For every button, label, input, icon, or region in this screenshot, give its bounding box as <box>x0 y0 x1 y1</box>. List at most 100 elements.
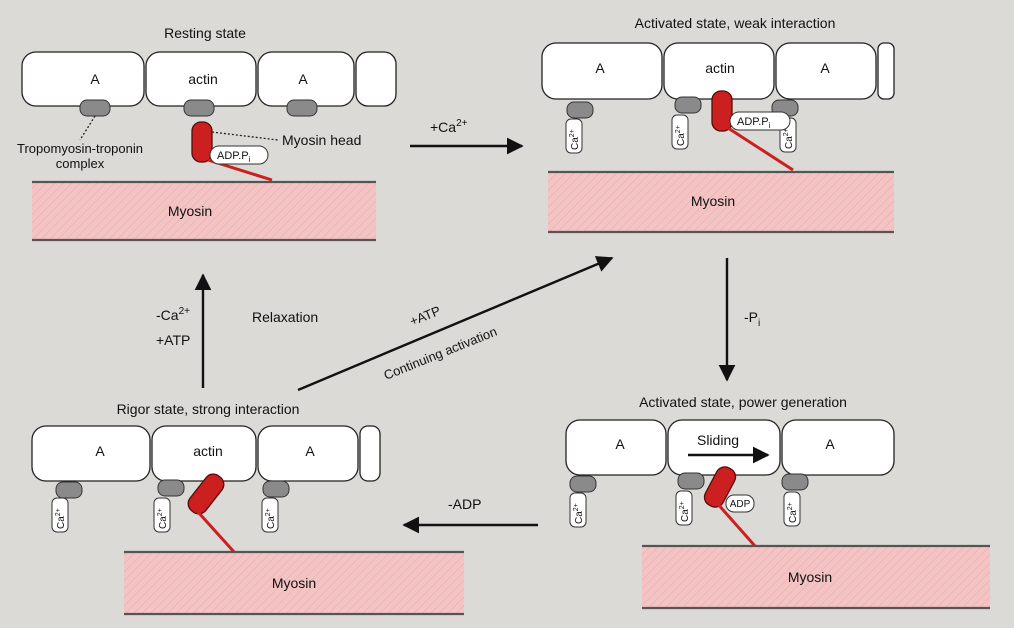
tropomyosin-troponin <box>157 479 185 497</box>
calcium-label: Ca2+ <box>265 508 277 529</box>
transition-relaxation: -Ca2+ +ATP Relaxation <box>156 273 318 388</box>
tropomyosin-troponin <box>79 99 111 117</box>
tropomyosin-troponin <box>566 101 594 119</box>
myosin-bar <box>548 172 894 232</box>
actin-label-a: A <box>615 436 625 452</box>
myosin-head <box>187 473 225 515</box>
myosin-label: Myosin <box>788 569 832 585</box>
myosin-bar <box>32 182 376 240</box>
calcium-label: Ca2+ <box>55 508 67 529</box>
tropomyosin-label: complex <box>56 156 105 171</box>
continuing-activation-label: Continuing activation <box>382 324 500 383</box>
actin-monomer <box>775 42 877 100</box>
calcium-ion <box>671 114 689 150</box>
relax-atp-label: +ATP <box>156 332 190 348</box>
myosin-label: Myosin <box>691 193 735 209</box>
tropomyosin-label: Tropomyosin-troponin <box>17 141 143 156</box>
pointer-line <box>79 115 96 141</box>
calcium-ion <box>153 497 171 533</box>
calcium-ion <box>783 491 801 527</box>
release-adp-label: -ADP <box>448 496 481 512</box>
arrow-diagonal <box>297 256 614 392</box>
actin-label-a: A <box>298 71 308 87</box>
myosin-head <box>711 90 733 132</box>
calcium-ion <box>261 497 279 533</box>
actin-monomer <box>565 419 667 476</box>
actin-label-a: A <box>95 443 105 459</box>
tropomyosin-troponin <box>674 96 702 114</box>
adp-pi-label: ADP.Pi <box>217 150 251 164</box>
resting-state-panel: Resting state A actin A Tropomyosin-trop… <box>17 25 397 242</box>
actin-label: actin <box>193 443 223 459</box>
myosin-filament: Myosin <box>32 180 376 242</box>
actin-monomer <box>31 425 151 482</box>
calcium-label: Ca2+ <box>783 128 795 149</box>
actin-filament: A actin A <box>31 425 381 482</box>
tropomyosin-troponin <box>677 472 705 490</box>
actin-monomer <box>781 419 895 476</box>
calcium-ion <box>675 490 693 526</box>
resting-state-title: Resting state <box>164 25 246 41</box>
calcium-label: Ca2+ <box>569 129 581 150</box>
power-generation-title: Activated state, power generation <box>639 394 847 410</box>
sliding-label: Sliding <box>697 432 739 448</box>
actin-filament: A A Sliding <box>565 419 895 476</box>
actin-label-a: A <box>305 443 315 459</box>
adp-label: ADP <box>730 499 751 510</box>
transition-release-phosphate: -Pi <box>718 258 760 382</box>
adp-pi-badge <box>209 145 269 165</box>
tropomyosin-troponin <box>183 99 215 117</box>
pointer-line <box>211 131 279 141</box>
actin-filament: A actin A <box>541 42 895 100</box>
tropomyosin-troponin <box>569 475 597 493</box>
actin-monomer <box>21 51 145 107</box>
myosin-bar <box>124 552 464 614</box>
tropomyosin-troponin <box>262 480 290 498</box>
adp-badge <box>725 494 755 513</box>
myosin-filament: Myosin <box>548 170 894 234</box>
activated-weak-title: Activated state, weak interaction <box>635 15 836 31</box>
calcium-label: Ca2+ <box>157 508 169 529</box>
actin-monomer <box>359 425 381 482</box>
adp-pi-badge <box>729 111 791 131</box>
actin-monomer <box>877 42 895 100</box>
calcium-ion <box>51 497 69 533</box>
actin-monomer <box>541 42 663 100</box>
transition-add-calcium: +Ca2+ <box>410 118 524 155</box>
calcium-label: Ca2+ <box>679 501 691 522</box>
myosin-head <box>703 466 737 508</box>
calcium-ion <box>569 492 587 528</box>
release-phosphate-label: -Pi <box>744 309 760 329</box>
calcium-label: Ca2+ <box>573 503 585 524</box>
calcium-label: Ca2+ <box>675 125 687 146</box>
rigor-state-title: Rigor state, strong interaction <box>117 401 300 417</box>
actin-label: actin <box>705 60 735 76</box>
activated-weak-panel: Activated state, weak interaction A acti… <box>541 15 895 234</box>
calcium-ion <box>565 118 583 154</box>
tropomyosin-troponin <box>781 473 809 491</box>
actin-monomer <box>355 51 397 107</box>
actin-label-a: A <box>825 436 835 452</box>
calcium-label: Ca2+ <box>787 502 799 523</box>
myosin-neck <box>714 501 757 547</box>
myosin-filament: Myosin <box>124 550 464 616</box>
continuing-atp-label: +ATP <box>408 303 443 329</box>
transition-release-adp: -ADP <box>402 496 538 534</box>
myosin-label: Myosin <box>272 575 316 591</box>
add-calcium-label: +Ca2+ <box>430 118 468 135</box>
power-generation-panel: Activated state, power generation A A Sl… <box>565 394 990 610</box>
transition-continuing-activation: +ATP Continuing activation <box>297 256 614 392</box>
myosin-bar <box>642 546 990 608</box>
myosin-head-label: Myosin head <box>282 132 361 148</box>
myosin-label: Myosin <box>168 203 212 219</box>
actin-monomer <box>257 425 359 482</box>
myosin-head <box>191 121 213 163</box>
relax-calcium-label: -Ca2+ <box>156 306 190 323</box>
actin-label-a: A <box>595 60 605 76</box>
myosin-filament: Myosin <box>642 544 990 610</box>
relaxation-label: Relaxation <box>252 309 318 325</box>
rigor-state-panel: Rigor state, strong interaction A actin … <box>31 401 464 616</box>
actin-label: actin <box>188 71 218 87</box>
myosin-neck <box>196 510 237 555</box>
